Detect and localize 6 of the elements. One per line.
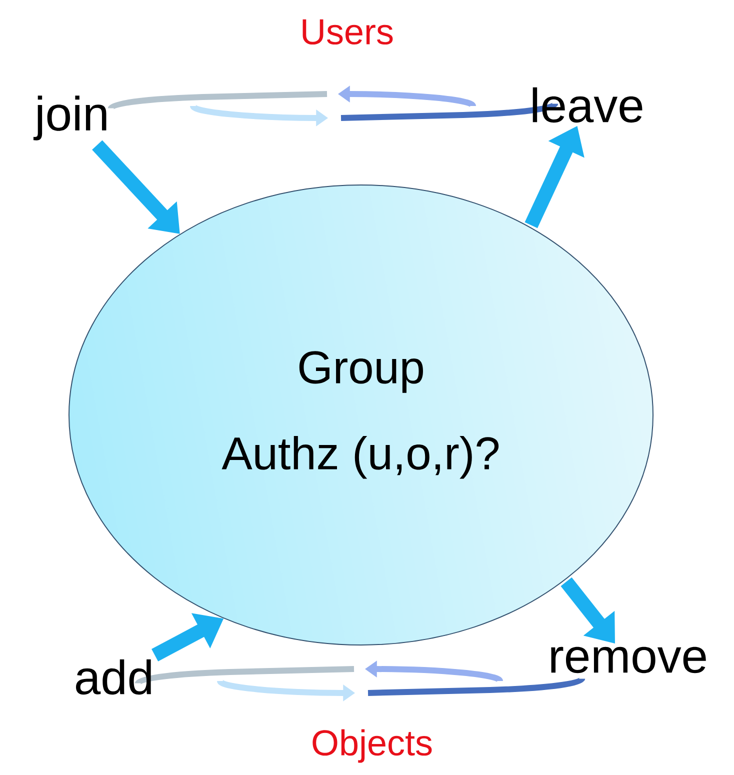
action-label: add: [76, 659, 151, 695]
action-label: join: [33, 96, 106, 140]
group-label: Objects: [312, 729, 432, 763]
group-label: Users: [302, 19, 393, 45]
action-label: leave: [532, 87, 642, 123]
action-label: remove: [551, 646, 706, 674]
